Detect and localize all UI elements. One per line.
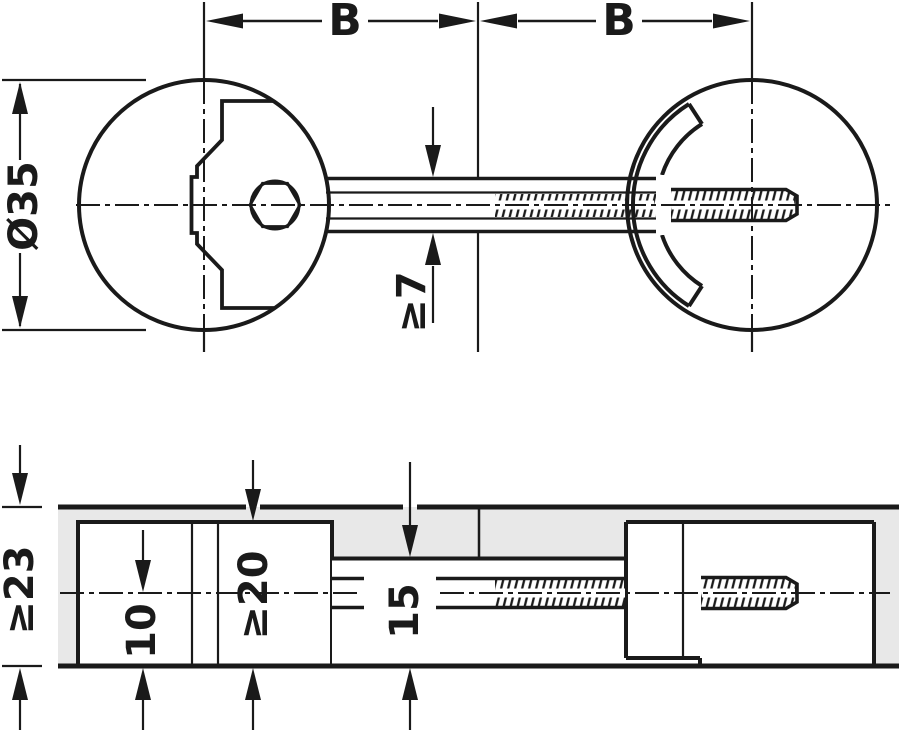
dim-label-panel-thickness: ≥23 [0, 545, 43, 634]
dim-b-right: B [480, 0, 750, 46]
dim-axis-to-face: 10 [119, 530, 165, 730]
dim-label-b-left: B [328, 0, 362, 46]
plan-view: B B Ø35 ≥7 [1, 0, 893, 352]
dim-label-hole-depth: ≥20 [231, 550, 277, 639]
plan-centerlines [76, 2, 893, 352]
dim-label-drill-distance: 15 [382, 583, 428, 639]
sleeve-inner-arc-top [660, 122, 704, 176]
dim-label-axis-to-face: 10 [119, 603, 165, 659]
bolt-channel [332, 556, 626, 666]
dim-panel-thickness: ≥23 [0, 445, 43, 730]
cam-pocket-outline [189, 99, 274, 310]
dim-hole-depth: ≥20 [231, 460, 277, 730]
panel-faces [58, 504, 899, 669]
dim-bolt-diameter: ≥7 [389, 107, 441, 333]
dim-label-diameter: Ø35 [1, 161, 47, 251]
bolt-section [60, 575, 890, 611]
dim-label-bolt-diameter: ≥7 [389, 271, 435, 332]
section-view: ≥23 10 ≥20 15 [0, 445, 899, 730]
dim-b-left: B [206, 0, 476, 46]
dim-housing-diameter: Ø35 [1, 78, 146, 332]
dim-drill-distance: 15 [382, 462, 428, 730]
sleeve-inner-arc-bottom [660, 234, 704, 288]
dim-label-b-right: B [602, 0, 636, 46]
